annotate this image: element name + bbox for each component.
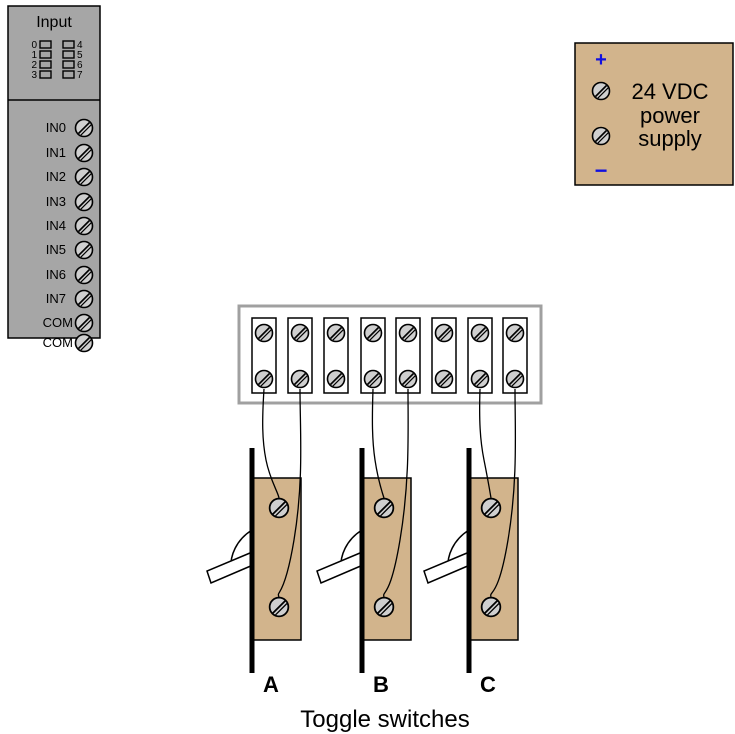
field-wiring (262, 388, 517, 598)
power-supply-label-line2: power (640, 103, 700, 128)
terminal-block-top-screw[interactable] (290, 323, 310, 343)
terminal-block-top-screw[interactable] (326, 323, 346, 343)
terminal-screw-in3[interactable] (74, 192, 94, 212)
switch-top-screw[interactable] (373, 497, 395, 519)
led-3 (39, 70, 52, 79)
terminal-block-bottom-screw[interactable] (254, 369, 274, 389)
terminal-block-1 (251, 317, 277, 394)
led-number: 7 (77, 70, 83, 81)
terminal-screw-in0[interactable] (74, 118, 94, 138)
power-supply-body (574, 42, 734, 186)
terminal-block-4 (360, 317, 386, 394)
terminal-label-in1: IN1 (46, 145, 66, 160)
switch-bottom-screw[interactable] (480, 596, 502, 618)
terminal-block-2 (287, 317, 313, 394)
terminal-strip-frame (237, 304, 543, 405)
input-terminals: IN0 IN1 IN2 IN3 IN4 IN5 IN6 IN7 COM COM (43, 118, 94, 353)
switch-bottom-screw[interactable] (268, 596, 290, 618)
led-number: 2 (31, 60, 37, 71)
terminal-screw-in2[interactable] (74, 167, 94, 187)
positive-terminal-screw[interactable] (591, 81, 611, 101)
switch-label-a: A (263, 672, 279, 697)
terminal-block-top-screw[interactable] (505, 323, 525, 343)
input-card: Input 0 1 2 3 4 5 6 7 IN0 IN1 IN2 (7, 5, 101, 353)
terminal-block-5 (395, 317, 421, 394)
wire-switch-c-bottom (490, 388, 517, 598)
input-card-title: Input (36, 14, 72, 31)
terminal-label-in4: IN4 (46, 218, 66, 233)
positive-polarity-label: + (595, 49, 607, 71)
negative-polarity-label: − (595, 158, 608, 183)
led-7 (62, 70, 75, 79)
led-0 (39, 40, 52, 49)
wire-switch-c-top (478, 388, 492, 499)
terminal-block-6 (431, 317, 457, 394)
toggle-switch-a[interactable]: A (206, 448, 302, 697)
terminal-label-in5: IN5 (46, 242, 66, 257)
terminal-strip (237, 304, 543, 405)
terminal-block-top-screw[interactable] (398, 323, 418, 343)
led-number: 5 (77, 50, 83, 61)
wire-switch-b-top (371, 388, 385, 499)
terminal-screw-in5[interactable] (74, 240, 94, 260)
terminal-screw-in6[interactable] (74, 265, 94, 285)
negative-terminal-screw[interactable] (591, 126, 611, 146)
toggle-switch-b[interactable]: B (316, 448, 412, 697)
switch-label-b: B (373, 672, 389, 697)
terminal-screw-in1[interactable] (74, 143, 94, 163)
switch-top-screw[interactable] (268, 497, 290, 519)
terminal-block-bottom-screw[interactable] (505, 369, 525, 389)
led-2 (39, 60, 52, 69)
terminal-block-3 (323, 317, 349, 394)
terminal-label-in7: IN7 (46, 291, 66, 306)
terminal-screw-com1[interactable] (74, 313, 94, 333)
led-number: 3 (31, 70, 37, 81)
terminal-label-in3: IN3 (46, 194, 66, 209)
terminal-block-bottom-screw[interactable] (363, 369, 383, 389)
terminal-label-com1: COM (43, 315, 73, 330)
terminal-block-bottom-screw[interactable] (290, 369, 310, 389)
terminal-block-bottom-screw[interactable] (470, 369, 490, 389)
terminal-label-in6: IN6 (46, 267, 66, 282)
wire-switch-a-bottom (277, 388, 302, 598)
led-number: 0 (31, 40, 37, 51)
led-number: 4 (77, 40, 83, 51)
led-4 (62, 40, 75, 49)
terminal-screw-in4[interactable] (74, 216, 94, 236)
led-number: 1 (31, 50, 37, 61)
terminal-block-top-screw[interactable] (363, 323, 383, 343)
terminal-block-top-screw[interactable] (470, 323, 490, 343)
switch-label-c: C (480, 672, 496, 697)
toggle-lever (423, 551, 471, 585)
terminal-label-in0: IN0 (46, 120, 66, 135)
terminal-screw-in7[interactable] (74, 289, 94, 309)
switch-bottom-screw[interactable] (373, 596, 395, 618)
led-indicators: 0 1 2 3 4 5 6 7 (31, 40, 83, 81)
terminal-block-bottom-screw[interactable] (326, 369, 346, 389)
terminal-label-com2: COM (43, 335, 73, 350)
led-1 (39, 50, 52, 59)
led-5 (62, 50, 75, 59)
toggle-lever (206, 551, 254, 585)
terminal-block-7 (467, 317, 493, 394)
power-supply-label-line1: 24 VDC (631, 79, 708, 104)
terminal-block-bottom-screw[interactable] (398, 369, 418, 389)
terminal-block-top-screw[interactable] (254, 323, 274, 343)
power-supply-label-line3: supply (638, 126, 702, 151)
toggle-switches-caption: Toggle switches (300, 706, 469, 733)
terminal-block-top-screw[interactable] (434, 323, 454, 343)
wire-switch-b-bottom (383, 388, 409, 598)
switch-top-screw[interactable] (480, 497, 502, 519)
terminal-block-bottom-screw[interactable] (434, 369, 454, 389)
terminal-label-in2: IN2 (46, 169, 66, 184)
terminal-block-8 (502, 317, 528, 394)
toggle-lever (316, 551, 364, 585)
toggle-switch-c[interactable]: C (423, 448, 519, 697)
wire-switch-a-top (262, 388, 280, 499)
led-6 (62, 60, 75, 69)
led-number: 6 (77, 60, 83, 71)
terminal-screw-com2[interactable] (74, 333, 94, 353)
power-supply: + − 24 VDC power supply (574, 42, 734, 186)
